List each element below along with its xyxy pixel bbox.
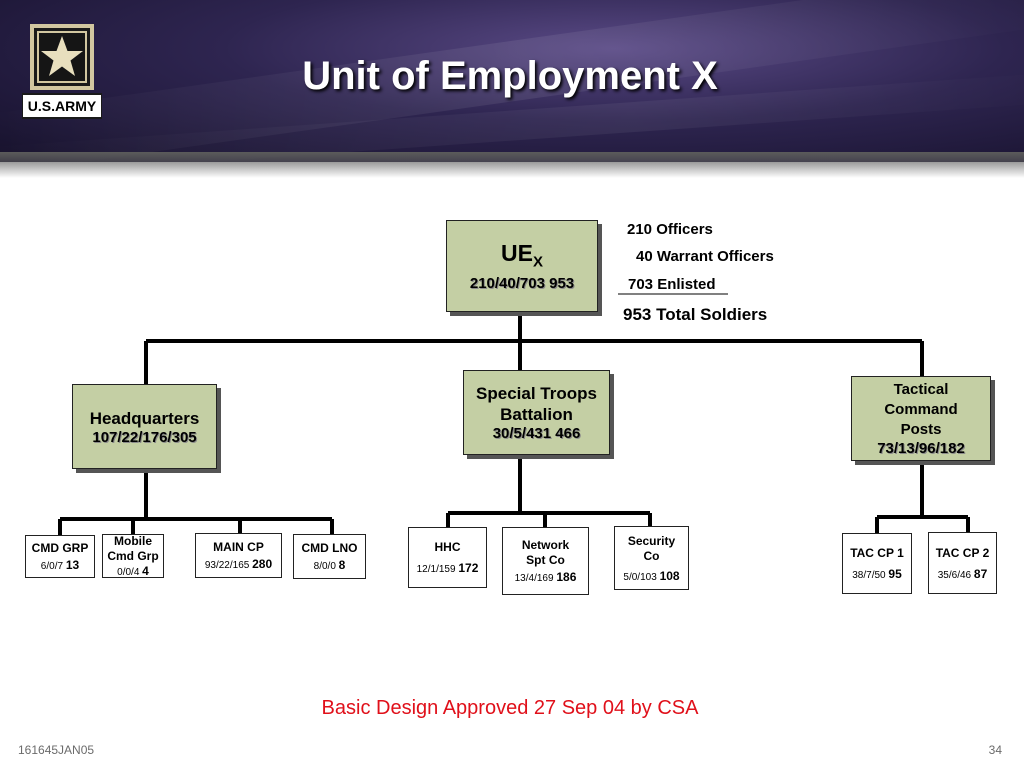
summary-warrant: 40 Warrant Officers	[636, 248, 774, 265]
header-shadow	[0, 152, 1024, 178]
unit-cmd-lno: CMD LNO 8/0/0 8	[293, 534, 366, 579]
unit-hhc: HHC 12/1/159 172	[408, 527, 487, 588]
unit-tac-cp-2: TAC CP 2 35/6/46 87	[928, 532, 997, 594]
unit-name: MAIN CP	[213, 540, 264, 554]
unit-stats: 0/0/4 4	[117, 564, 149, 578]
unit-network-spt-co: Network Spt Co 13/4/169 186	[502, 527, 589, 595]
unit-stats: 93/22/165 280	[204, 557, 273, 571]
special-troops-box: Special Troops Battalion 30/5/431 466	[463, 370, 610, 455]
footer-code: 161645JAN05	[18, 743, 95, 757]
unit-main-cp: MAIN CP 93/22/165 280	[195, 533, 282, 578]
unit-name: Security Co	[627, 533, 676, 563]
star-icon	[41, 36, 83, 76]
army-logo: U.S.ARMY	[22, 24, 102, 119]
tactical-cp-box: Tactical Command Posts 73/13/96/182	[851, 376, 991, 461]
approval-footnote: Basic Design Approved 27 Sep 04 by CSA	[321, 697, 699, 719]
unit-name: CMD LNO	[301, 541, 358, 555]
special-troops-name: Special Troops Battalion	[476, 384, 597, 424]
summary-officers: 210 Officers	[627, 221, 713, 238]
page-number: 34	[988, 743, 1002, 757]
headquarters-box: Headquarters 107/22/176/305	[72, 384, 217, 469]
headquarters-name: Headquarters	[89, 408, 200, 428]
uex-label: UEX	[501, 240, 543, 276]
page-title: Unit of Employment X	[302, 54, 718, 98]
unit-stats: 13/4/169 186	[514, 570, 577, 584]
unit-name: Mobile Cmd Grp	[107, 534, 159, 563]
header-banner	[0, 0, 1024, 162]
unit-stats: 35/6/46 87	[937, 566, 988, 581]
uex-stats: 210/40/703 953	[469, 275, 575, 293]
special-troops-stats: 30/5/431 466	[492, 425, 581, 442]
unit-stats: 12/1/159 172	[416, 561, 479, 575]
unit-stats: 8/0/0 8	[313, 558, 346, 572]
summary-enlisted: 703 Enlisted	[628, 276, 716, 293]
unit-stats: 38/7/50 95	[852, 567, 902, 581]
unit-stats: 6/0/7 13	[40, 558, 80, 572]
unit-name: HHC	[434, 540, 461, 554]
unit-security-co: Security Co 5/0/103 108	[614, 526, 689, 590]
tactical-cp-stats: 73/13/96/182	[877, 440, 965, 457]
unit-name: TAC CP 1	[850, 546, 904, 560]
unit-cmd-grp: CMD GRP 6/0/7 13	[25, 535, 95, 578]
unit-stats: 5/0/103 108	[623, 568, 680, 583]
logo-plate	[22, 93, 102, 119]
uex-subscript: X	[532, 253, 543, 271]
summary-total: 953 Total Soldiers	[623, 305, 768, 324]
tactical-cp-name: Tactical Command Posts	[884, 381, 958, 438]
uex-name: UE	[501, 239, 533, 266]
headquarters-stats: 107/22/176/305	[92, 428, 197, 446]
unit-mobile-cmd-grp: Mobile Cmd Grp 0/0/4 4	[102, 534, 164, 578]
unit-name: TAC CP 2	[935, 545, 990, 560]
unit-name: Network Spt Co	[521, 538, 570, 567]
unit-name: CMD GRP	[31, 541, 89, 555]
uex-box: UEX 210/40/703 953	[446, 220, 598, 312]
logo-text: U.S.ARMY	[28, 98, 97, 114]
unit-tac-cp-1: TAC CP 1 38/7/50 95	[842, 533, 912, 594]
